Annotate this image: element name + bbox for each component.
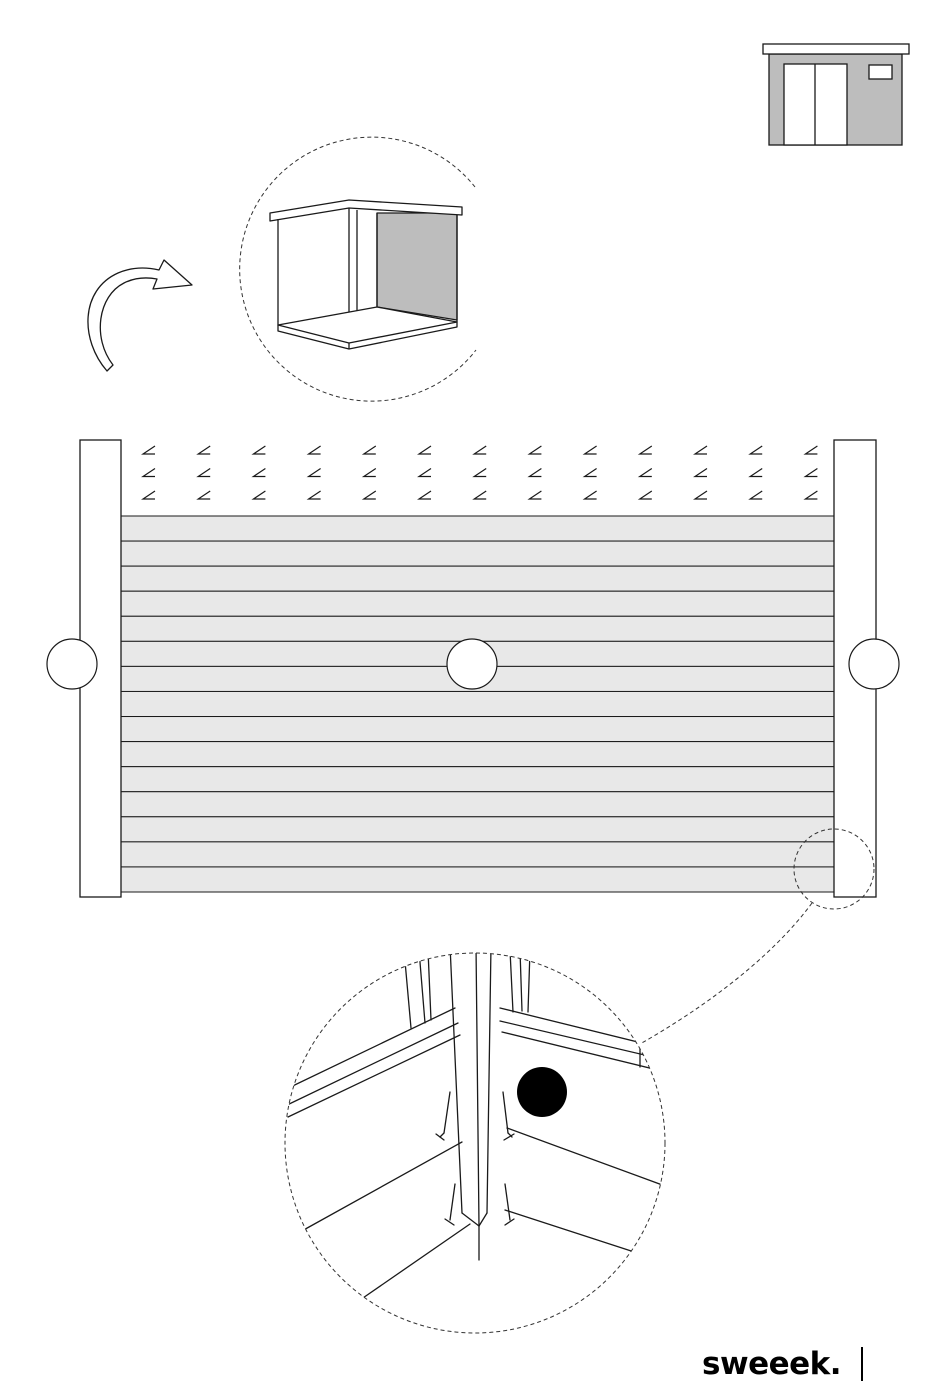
wall-plank	[121, 691, 834, 716]
brand-divider	[861, 1347, 863, 1381]
wall-plank	[121, 717, 834, 742]
nail-mark-icon	[805, 469, 817, 477]
brand-logo: sweeek.	[702, 1344, 863, 1384]
nail-mark-icon	[640, 469, 652, 477]
nail-mark-icon	[198, 446, 210, 454]
wall-plank	[121, 742, 834, 767]
nail-mark-icon	[805, 491, 817, 499]
nail-mark-icon	[695, 446, 707, 454]
curved-arrow-icon	[88, 260, 192, 371]
nail-mark-icon	[143, 446, 155, 454]
detail-lens	[285, 953, 665, 1333]
wall-plank	[121, 591, 834, 616]
nail-icon	[505, 1184, 514, 1225]
wall-plank	[121, 616, 834, 641]
nail-mark-icon	[198, 491, 210, 499]
nail-mark-icon	[364, 446, 376, 454]
nail-mark-icon	[253, 446, 265, 454]
nail-mark-icon	[198, 469, 210, 477]
nail-mark-icon	[253, 469, 265, 477]
right-callout-circle	[849, 639, 899, 689]
brand-name: sweeek.	[702, 1346, 841, 1382]
wall-planks	[121, 516, 834, 892]
nail-mark-icon	[750, 469, 762, 477]
nail-mark-icon	[750, 491, 762, 499]
nail-mark-icon	[585, 469, 597, 477]
nail-icon	[503, 1092, 514, 1140]
corner-detail-view	[280, 945, 670, 1333]
center-callout-circle	[447, 639, 497, 689]
nail-mark-icon	[364, 491, 376, 499]
nail-mark-icon	[474, 469, 486, 477]
nail-mark-icon	[695, 491, 707, 499]
nail-mark-icon	[640, 446, 652, 454]
shed-orientation-icon	[270, 200, 462, 349]
nail-mark-icon	[805, 446, 817, 454]
wall-plank	[121, 792, 834, 817]
wall-plank	[121, 541, 834, 566]
nail-mark-icon	[364, 469, 376, 477]
nail-mark-icon	[419, 469, 431, 477]
nail-mark-icon	[143, 491, 155, 499]
house-thumbnail-icon	[763, 44, 909, 145]
nail-mark-icon	[750, 446, 762, 454]
nail-mark-icon	[529, 469, 541, 477]
nail-icon	[436, 1092, 450, 1140]
wall-plank	[121, 767, 834, 792]
nail-mark-icon	[143, 469, 155, 477]
nail-mark-icon	[529, 491, 541, 499]
nail-mark-icon	[309, 446, 321, 454]
nail-mark-icon	[253, 491, 265, 499]
nail-mark-icon	[529, 446, 541, 454]
wall-plank	[121, 867, 834, 892]
detail-leader-line	[640, 903, 812, 1044]
nail-mark-icon	[309, 491, 321, 499]
nail-mark-icon	[695, 469, 707, 477]
nail-mark-icon	[474, 446, 486, 454]
nail-mark-icon	[474, 491, 486, 499]
nail-mark-icon	[640, 491, 652, 499]
nail-mark-icon	[585, 446, 597, 454]
left-callout-circle	[47, 639, 97, 689]
nail-mark-icon	[419, 446, 431, 454]
nail-mark-icon	[419, 491, 431, 499]
wall-plank	[121, 842, 834, 867]
nail-mark-icon	[309, 469, 321, 477]
wall-panel	[47, 440, 899, 909]
wall-plank	[121, 817, 834, 842]
nail-marks	[143, 446, 817, 499]
wall-plank	[121, 566, 834, 591]
hole-marker	[517, 1067, 567, 1117]
wall-plank	[121, 516, 834, 541]
nail-mark-icon	[585, 491, 597, 499]
nail-icon	[445, 1184, 455, 1225]
